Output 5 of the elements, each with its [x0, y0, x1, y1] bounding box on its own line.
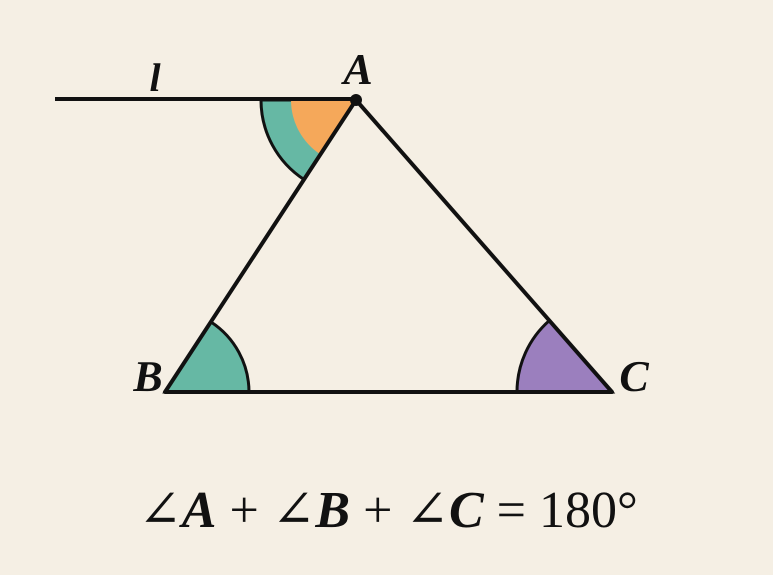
equation: ∠A + ∠B + ∠C = 180° [138, 485, 638, 537]
line-label: l [149, 58, 161, 98]
point-label: B [133, 355, 163, 399]
point-label: A [343, 48, 373, 92]
point-label: C [619, 355, 649, 399]
